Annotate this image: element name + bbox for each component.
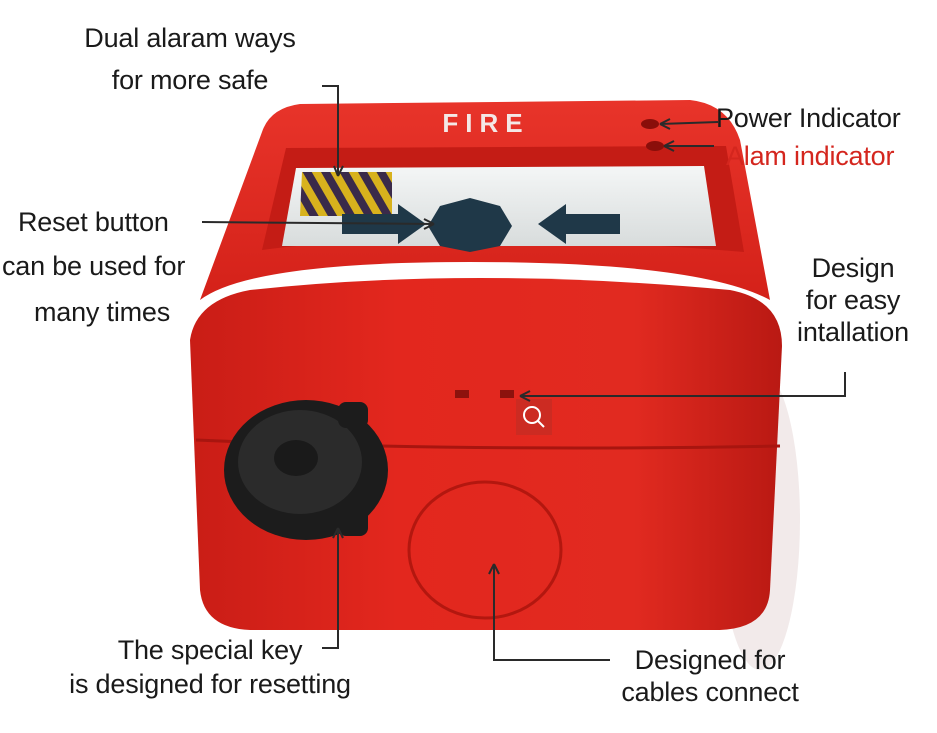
label-key-line2: is designed for resetting — [69, 669, 351, 699]
label-dual-alarm-line2: for more safe — [111, 65, 269, 95]
leader-lines — [201, 85, 846, 661]
alarm-led — [646, 141, 664, 151]
fire-panel-text: FIRE — [442, 108, 529, 138]
label-reset-line1: Reset button — [18, 207, 169, 237]
label-cables-line1: Designed for — [634, 645, 786, 675]
reset-key — [224, 400, 388, 540]
cable-knockout — [407, 480, 563, 620]
label-reset-line3: many times — [34, 297, 171, 327]
label-design-line1: Design — [811, 253, 895, 283]
magnifier-icon[interactable] — [516, 399, 552, 435]
label-reset-line2: can be used for — [2, 251, 186, 281]
label-dual-alarm-line1: Dual alaram ways — [84, 23, 296, 53]
device-top: FIRE — [200, 100, 770, 300]
label-design-line3: intallation — [797, 317, 909, 347]
label-alarm-indicator: Alam indicator — [726, 141, 895, 171]
label-design-line2: for easy — [805, 285, 901, 315]
label-power-indicator: Power Indicator — [716, 103, 901, 133]
label-key-line1: The special key — [117, 635, 303, 665]
power-led — [641, 119, 659, 129]
label-cables-line2: cables connect — [621, 677, 799, 707]
